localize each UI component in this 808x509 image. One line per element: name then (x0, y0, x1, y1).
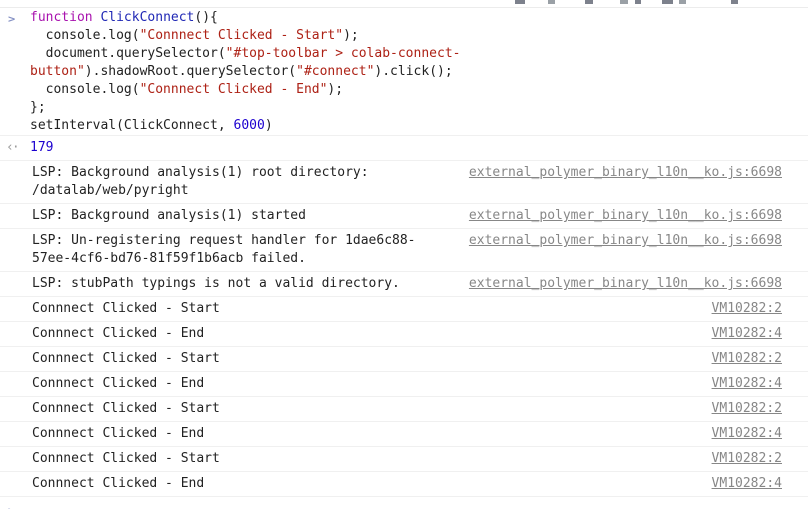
log-message: Connnect Clicked - End (32, 325, 696, 343)
log-message-line: LSP: stubPath typings is not a valid dir… (32, 276, 400, 291)
code-line: setInterval(ClickConnect, 6000) (30, 117, 808, 135)
log-message-line: Connnect Clicked - Start (32, 401, 220, 416)
code-token: setInterval(ClickConnect, (30, 118, 234, 133)
returned-value-arrow-icon: ‹· (6, 140, 20, 155)
log-row: LSP: Un-registering request handler for … (0, 229, 808, 272)
console-prompt-icon: > (8, 12, 16, 26)
source-link[interactable]: VM10282:2 (711, 301, 782, 316)
source-link[interactable]: external_polymer_binary_l10n__ko.js:6698 (468, 276, 782, 291)
code-line: console.log("Connnect Clicked - Start"); (30, 27, 808, 45)
log-row: Connnect Clicked - End VM10282:4 (0, 422, 808, 447)
code-token: ).shadowRoot.querySelector( (84, 64, 297, 79)
log-message-line: 57ee-4cf6-bd76-81f59f1b6acb failed. (32, 251, 306, 266)
clipped-glyph-fragment (548, 0, 555, 4)
returned-value: 179 (30, 140, 54, 155)
clipped-glyph-fragment (585, 0, 593, 4)
clipped-glyph-fragment (635, 0, 641, 4)
log-message: Connnect Clicked - Start (32, 450, 696, 468)
log-row: Connnect Clicked - Start VM10282:2 (0, 297, 808, 322)
log-row: LSP: stubPath typings is not a valid dir… (0, 272, 808, 297)
code-token: document.querySelector( (30, 46, 226, 61)
source-link[interactable]: VM10282:4 (711, 376, 782, 391)
code-token: "#connect" (296, 64, 375, 79)
log-message: LSP: stubPath typings is not a valid dir… (32, 275, 453, 293)
log-message: LSP: Background analysis(1) started (32, 207, 453, 225)
log-message-line: LSP: Background analysis(1) root directo… (32, 165, 369, 180)
log-message: Connnect Clicked - Start (32, 350, 696, 368)
console-input[interactable]: > function ClickConnect(){ console.log("… (0, 8, 808, 136)
code-token: "Connnect Clicked - Start" (139, 28, 344, 43)
code-token: }; (30, 100, 46, 115)
log-message-line: LSP: Un-registering request handler for … (32, 233, 416, 248)
log-message-line: Connnect Clicked - End (32, 376, 205, 391)
source-link[interactable]: external_polymer_binary_l10n__ko.js:6698 (468, 165, 782, 180)
log-message: LSP: Un-registering request handler for … (32, 232, 453, 268)
log-row: Connnect Clicked - Start VM10282:2 (0, 447, 808, 472)
log-row: Connnect Clicked - End VM10282:4 (0, 372, 808, 397)
source-link[interactable]: external_polymer_binary_l10n__ko.js:6698 (468, 233, 782, 248)
code-token: ).click(); (374, 64, 453, 79)
clipped-glyph-fragment (515, 0, 525, 4)
code-line: function ClickConnect(){ (30, 9, 808, 27)
code-token: button" (30, 64, 85, 79)
log-message: Connnect Clicked - End (32, 375, 696, 393)
code-token: ClickConnect (100, 10, 195, 25)
clipped-glyph-fragment (679, 0, 686, 4)
clipped-glyph-fragment (662, 0, 673, 4)
code-token: ) (264, 118, 273, 133)
source-link[interactable]: VM10282:4 (711, 476, 782, 491)
prompt-gutter: > (0, 9, 30, 135)
log-message-line: Connnect Clicked - End (32, 476, 205, 491)
code-line: document.querySelector("#top-toolbar > c… (30, 45, 808, 63)
console-prompt-icon: > (8, 503, 808, 509)
code-token: ); (343, 28, 359, 43)
source-link[interactable]: external_polymer_binary_l10n__ko.js:6698 (468, 208, 782, 223)
log-row: LSP: Background analysis(1) root directo… (0, 161, 808, 204)
log-message-line: Connnect Clicked - Start (32, 301, 220, 316)
clipped-toolbar-row (0, 0, 808, 8)
log-message-line: Connnect Clicked - Start (32, 451, 220, 466)
source-link[interactable]: VM10282:2 (711, 351, 782, 366)
log-message-line: Connnect Clicked - End (32, 426, 205, 441)
code-token: console.log( (30, 28, 140, 43)
code-token: (){ (194, 10, 218, 25)
log-row: Connnect Clicked - End VM10282:4 (0, 322, 808, 347)
source-link[interactable]: VM10282:2 (711, 401, 782, 416)
log-message: Connnect Clicked - Start (32, 400, 696, 418)
log-message: Connnect Clicked - End (32, 475, 696, 493)
clipped-glyph-fragment (731, 0, 738, 4)
source-link[interactable]: VM10282:4 (711, 426, 782, 441)
clipped-glyph-fragment (620, 0, 628, 4)
code-token: "#top-toolbar > colab-connect- (225, 46, 461, 61)
log-row: Connnect Clicked - Start VM10282:2 (0, 347, 808, 372)
code-line: }; (30, 99, 808, 117)
code-token: 6000 (233, 118, 265, 133)
source-link[interactable]: VM10282:2 (711, 451, 782, 466)
console-result-row: ‹· 179 (0, 136, 808, 161)
log-row: LSP: Background analysis(1) started exter… (0, 204, 808, 229)
clipped-next-prompt-row: > (0, 502, 808, 509)
code-token: console.log( (30, 82, 140, 97)
log-row: Connnect Clicked - Start VM10282:2 (0, 397, 808, 422)
code-token: function (30, 10, 93, 25)
log-message: Connnect Clicked - Start (32, 300, 696, 318)
code-line: button").shadowRoot.querySelector("#conn… (30, 63, 808, 81)
code-line: console.log("Connnect Clicked - End"); (30, 81, 808, 99)
log-message-line: LSP: Background analysis(1) started (32, 208, 306, 223)
log-message: LSP: Background analysis(1) root directo… (32, 164, 453, 200)
code-token: ); (327, 82, 344, 97)
log-message-line: Connnect Clicked - Start (32, 351, 220, 366)
log-row: Connnect Clicked - End VM10282:4 (0, 472, 808, 497)
source-link[interactable]: VM10282:4 (711, 326, 782, 341)
console-log-list: LSP: Background analysis(1) root directo… (0, 161, 808, 497)
log-message-line: Connnect Clicked - End (32, 326, 205, 341)
log-message-line: /datalab/web/pyright (32, 183, 189, 198)
log-message: Connnect Clicked - End (32, 425, 696, 443)
code-token: "Connnect Clicked - End" (139, 82, 328, 97)
console-input-code[interactable]: function ClickConnect(){ console.log("Co… (30, 9, 808, 135)
